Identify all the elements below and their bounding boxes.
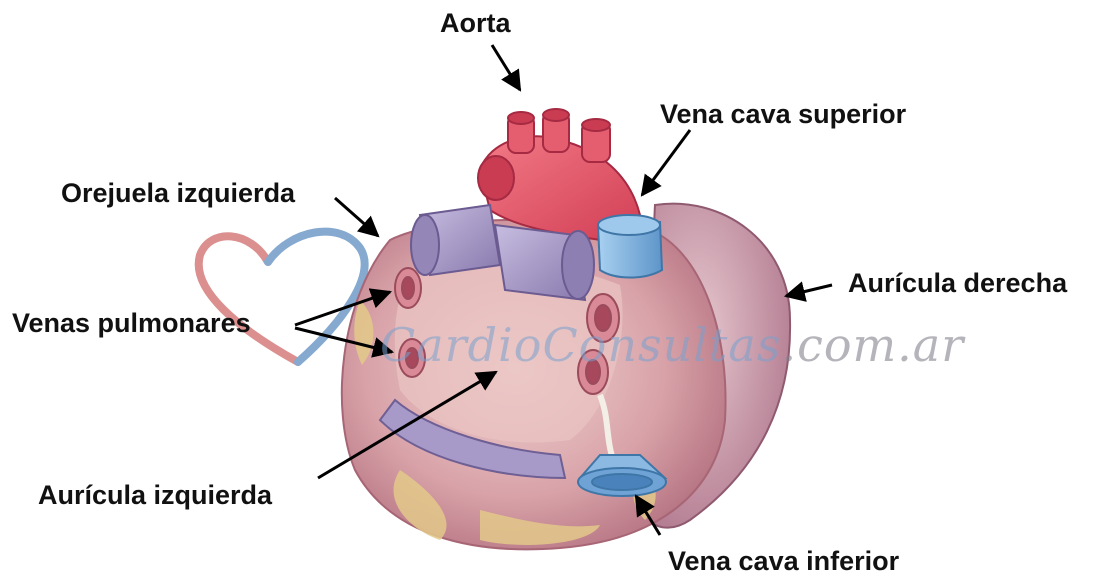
watermark-suffix: .com.ar: [781, 318, 964, 372]
auricula-derecha-arrow: [786, 285, 832, 296]
label-vena-cava-inferior: Vena cava inferior: [668, 548, 899, 575]
vena-cava-superior-arrow: [642, 130, 690, 195]
superior-vena-cava: [598, 215, 662, 278]
watermark-main: CardioConsultas: [380, 318, 781, 372]
watermark-heart-icon: [199, 232, 365, 362]
label-orejuela-izquierda: Orejuela izquierda: [61, 180, 295, 207]
label-vena-cava-superior: Vena cava superior: [660, 101, 906, 128]
label-auricula-izquierda: Aurícula izquierda: [38, 482, 272, 509]
label-venas-pulmonares: Venas pulmonares: [12, 310, 251, 337]
label-auricula-derecha: Aurícula derecha: [848, 270, 1067, 297]
label-aorta: Aorta: [440, 10, 511, 37]
watermark-text: CardioConsultas.com.ar: [380, 318, 964, 372]
aorta-arrow: [492, 45, 520, 90]
